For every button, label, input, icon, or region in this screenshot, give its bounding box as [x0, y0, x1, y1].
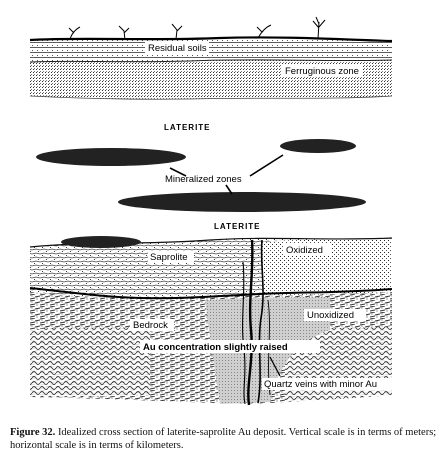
figure-label: Figure 32. [10, 427, 56, 438]
residual-soils-layer [30, 37, 392, 62]
saprolite-label-box [148, 251, 194, 263]
unoxidized-label-box [304, 309, 366, 321]
figure-caption-text: Idealized cross section of laterite-sapr… [10, 427, 437, 451]
au-concentration-label: Au concentration slightly raised [143, 342, 288, 353]
ferruginous-zone-label-box [282, 65, 362, 77]
residual-soils-label: Residual soils [148, 43, 207, 54]
ferruginous-boundary-line [29, 95, 393, 100]
bedrock-wave-patch-left [30, 326, 150, 398]
quartz-veins-label: Quartz veins with minor Au [264, 379, 377, 390]
bedrock-label-box [130, 319, 174, 331]
quartz-veins-label-box [262, 378, 398, 390]
mineralized-zones-label: Mineralized zones [165, 174, 242, 185]
bedrock-label: Bedrock [133, 320, 168, 331]
figure-caption: Figure 32. Idealized cross section of la… [10, 427, 438, 452]
oxidized-label-box [283, 244, 331, 256]
quartz-leader-line [269, 356, 281, 377]
oxidized-label: Oxidized [286, 245, 323, 256]
vegetation-icon [68, 16, 326, 41]
residual-soils-label-box [145, 42, 209, 54]
upper-laterite-label: LATERITE [164, 123, 211, 132]
leader-lines [169, 154, 284, 195]
middle-mineralized-zones: Mineralized zones LATERITE [36, 139, 366, 231]
saprolite-label: Saprolite [150, 252, 188, 263]
surface-laterite-lens [61, 236, 141, 248]
ground-surface-line [29, 36, 393, 43]
lower-cross-section: Saprolite Oxidized Bedrock Unoxidized Au… [29, 236, 398, 406]
mineralized-zone-bottom [118, 192, 366, 212]
weathering-front-line [29, 287, 393, 300]
middle-laterite-label: LATERITE [214, 222, 261, 231]
mineralized-zone-right [280, 139, 356, 153]
mineralized-zone-left [36, 148, 186, 166]
au-concentration-label-box [140, 340, 320, 353]
unoxidized-label: Unoxidized [307, 310, 354, 321]
upper-profile: Residual soils Ferruginous zone LATERITE [29, 16, 393, 132]
ferruginous-zone-label: Ferruginous zone [285, 66, 359, 77]
